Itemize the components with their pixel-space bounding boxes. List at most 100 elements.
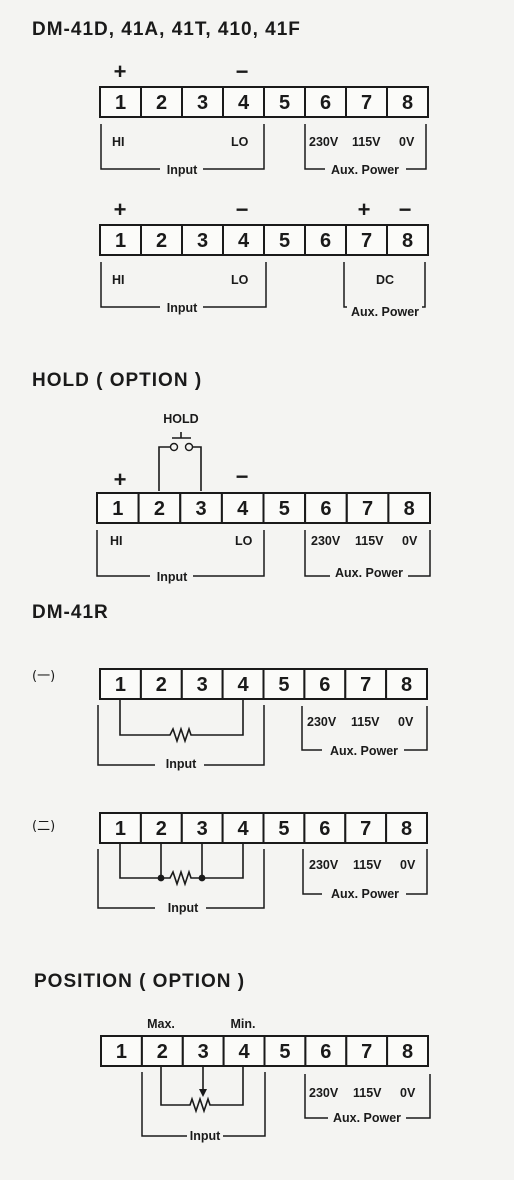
v115-label: 115V [351, 715, 380, 729]
terminal-number-4: 4 [239, 1041, 251, 1063]
terminal-1 [99, 86, 142, 118]
terminal-number-1: 1 [115, 92, 126, 114]
terminal-number-1: 1 [115, 674, 126, 696]
max-label: Max. [147, 1017, 175, 1031]
terminal-number-4: 4 [238, 92, 250, 114]
terminal-number-1: 1 [115, 230, 126, 252]
terminal-4 [222, 224, 265, 256]
terminal-1 [99, 224, 142, 256]
section-title-dm41d: DM-41D, 41A, 41T, 410, 41F [32, 19, 301, 40]
input-label: Input [168, 901, 199, 915]
terminal-1 [100, 1035, 143, 1067]
terminal-3 [181, 86, 224, 118]
v230-label: 230V [309, 135, 339, 149]
hold-switch [158, 432, 202, 491]
aux-power-label: Aux. Power [331, 163, 399, 177]
terminal-number-6: 6 [320, 498, 331, 520]
terminal-2 [140, 224, 183, 256]
terminal-number-2: 2 [156, 230, 167, 252]
terminal-number-4: 4 [238, 818, 250, 840]
dc-label: DC [376, 273, 394, 287]
terminal-6 [303, 812, 347, 844]
terminal-number-8: 8 [401, 818, 412, 840]
terminal-number-7: 7 [362, 498, 373, 520]
terminal-number-7: 7 [360, 674, 371, 696]
terminal-5 [262, 812, 306, 844]
terminal-number-5: 5 [278, 818, 289, 840]
plus-sign: + [114, 467, 127, 492]
hold-switch-label: HOLD [163, 412, 198, 426]
terminal-8 [387, 492, 431, 524]
terminal-number-7: 7 [360, 818, 371, 840]
terminal-7 [345, 492, 390, 524]
aux-power-label: Aux. Power [330, 744, 398, 758]
v115-label: 115V [355, 534, 384, 548]
min-label: Min. [231, 1017, 256, 1031]
hi-label: HI [110, 534, 123, 548]
section-title-position: POSITION ( OPTION ) [34, 971, 245, 992]
marker-two: (二) [32, 819, 55, 834]
minus-sign: − [236, 197, 249, 222]
v115-label: 115V [352, 135, 381, 149]
terminal-8 [386, 224, 429, 256]
plus-sign: + [114, 59, 127, 84]
terminal-number-1: 1 [116, 1041, 127, 1063]
terminal-number-6: 6 [320, 92, 331, 114]
terminal-number-2: 2 [156, 818, 167, 840]
terminal-2 [140, 86, 183, 118]
lo-label: LO [231, 273, 249, 287]
terminal-number-3: 3 [197, 818, 208, 840]
terminal-number-2: 2 [157, 1041, 168, 1063]
terminal-6 [304, 1035, 348, 1067]
lo-label: LO [235, 534, 253, 548]
terminal-number-8: 8 [401, 674, 412, 696]
terminal-number-6: 6 [320, 230, 331, 252]
terminal-number-3: 3 [196, 498, 207, 520]
v115-label: 115V [353, 1086, 382, 1100]
v0-label: 0V [400, 1086, 416, 1100]
v115-label: 115V [353, 858, 382, 872]
terminal-2 [139, 812, 183, 844]
minus-sign: − [236, 464, 249, 489]
minus-sign-dc: − [399, 197, 412, 222]
terminal-number-7: 7 [361, 230, 372, 252]
terminal-8 [386, 1035, 430, 1067]
aux-power-label: Aux. Power [331, 887, 399, 901]
v230-label: 230V [311, 534, 341, 548]
terminal-number-2: 2 [156, 674, 167, 696]
terminal-number-5: 5 [278, 674, 289, 696]
terminal-number-8: 8 [402, 230, 413, 252]
v0-label: 0V [398, 715, 414, 729]
input-label: Input [166, 757, 197, 771]
input-label: Input [167, 163, 198, 177]
input-label: Input [157, 570, 188, 584]
minus-sign: − [236, 59, 249, 84]
terminal-number-5: 5 [279, 1041, 290, 1063]
aux-power-label: Aux. Power [335, 566, 403, 580]
hi-label: HI [112, 273, 125, 287]
terminal-number-3: 3 [198, 1041, 209, 1063]
input-label: Input [190, 1129, 221, 1143]
terminal-7 [345, 86, 388, 118]
terminal-5 [262, 492, 307, 524]
terminal-8 [385, 668, 429, 700]
terminal-number-3: 3 [197, 230, 208, 252]
terminal-number-5: 5 [279, 230, 290, 252]
terminal-4 [221, 812, 265, 844]
terminal-number-4: 4 [237, 498, 249, 520]
terminal-number-1: 1 [112, 498, 123, 520]
v230-label: 230V [309, 858, 339, 872]
terminal-number-3: 3 [197, 674, 208, 696]
lo-label: LO [231, 135, 249, 149]
terminal-1 [99, 668, 142, 700]
